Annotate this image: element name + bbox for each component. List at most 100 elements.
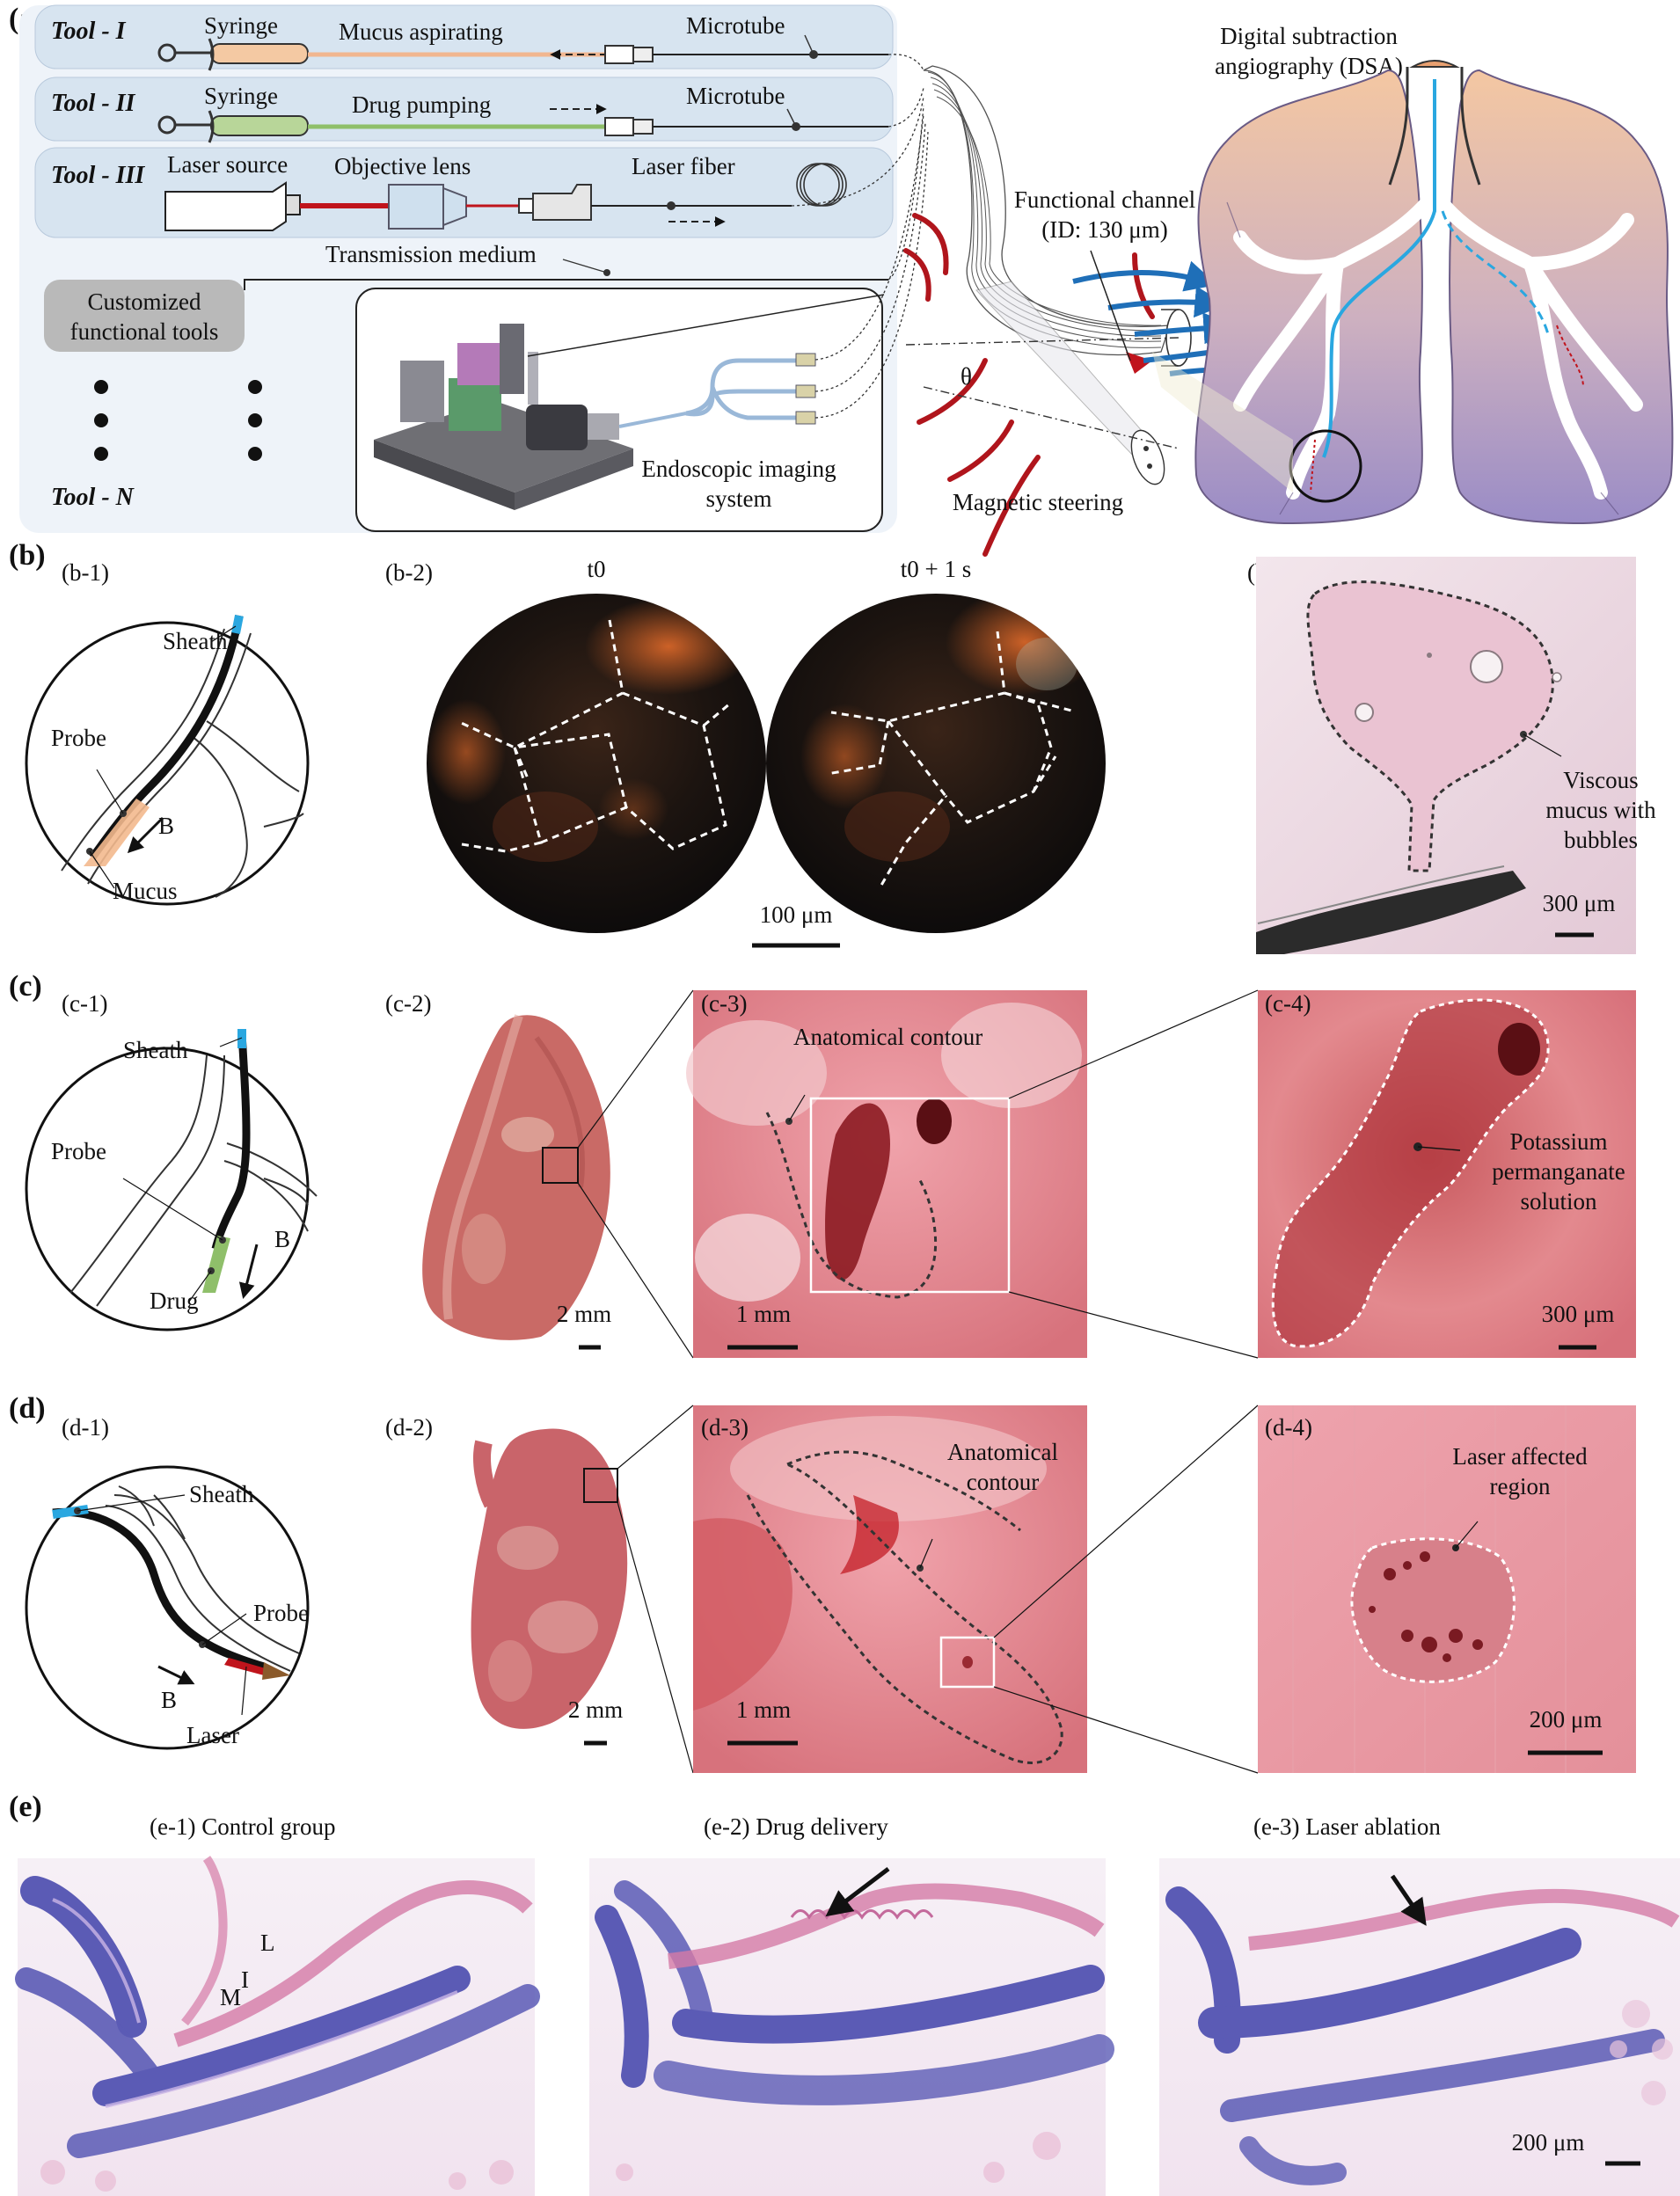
functional-channel-line2: (ID: 130 μm): [1041, 216, 1167, 243]
c3-image: [686, 990, 1087, 1358]
c1-label: (c-1): [62, 990, 107, 1017]
c1-sheath-label: Sheath: [123, 1037, 188, 1063]
c2-tissue: [422, 1014, 610, 1340]
d4-image: [1258, 1405, 1636, 1773]
c3-label: (c-3): [701, 990, 747, 1017]
b3-scale-label: 300 μm: [1543, 890, 1616, 916]
b1-probe-label: Probe: [51, 725, 106, 751]
c1-field-label: B: [274, 1226, 290, 1252]
magnetic-steering-label: Magnetic steering: [953, 489, 1123, 515]
d4-laser-region-line2: region: [1490, 1473, 1551, 1499]
e3-scale-label: 200 μm: [1512, 2129, 1585, 2156]
d3-scale-label: 1 mm: [736, 1696, 791, 1723]
dsa-line1: Digital subtraction: [1220, 23, 1398, 49]
d3-image: [693, 1405, 1087, 1773]
ellipsis-dots-icon: [94, 380, 262, 461]
c2-scale-label: 2 mm: [557, 1301, 611, 1327]
customized-line2: functional tools: [70, 318, 219, 345]
b1-sheath-label: Sheath: [163, 628, 228, 654]
customized-line1: Customized: [88, 288, 201, 315]
b3-viscous-line3: bubbles: [1564, 827, 1638, 853]
tool-3-name: Tool - III: [51, 162, 145, 189]
customized-tools-badge: [44, 280, 245, 352]
imaging-rig-illustration: [374, 324, 816, 510]
d4-scale-label: 200 μm: [1530, 1706, 1603, 1733]
b1-mucus-label: Mucus: [113, 878, 178, 904]
sheath-bundle: [923, 65, 1192, 485]
magnetic-field-lines: [903, 213, 1155, 557]
e3-arrow-icon: [1390, 1874, 1427, 1926]
e1-M-label: M: [220, 1984, 241, 2010]
c4-potassium-line3: solution: [1520, 1188, 1597, 1215]
c3-zoom-box: [809, 1097, 1011, 1294]
tool-1-name: Tool - I: [51, 18, 127, 45]
e1-histology: [15, 1856, 540, 2196]
e2-label: (e-2) Drug delivery: [704, 1813, 888, 1840]
fiber-coil-icon: [796, 163, 847, 207]
d3-label: (d-3): [701, 1414, 749, 1441]
b1-field-label: B: [158, 813, 174, 839]
tool-1-mucus-label: Mucus aspirating: [339, 18, 503, 45]
d2-zoom-box: [583, 1468, 618, 1503]
b2-t1-label: t0 + 1 s: [901, 556, 972, 582]
c4-label: (c-4): [1265, 990, 1311, 1017]
e2-histology: [589, 1858, 1114, 2196]
tool-n-name: Tool - N: [51, 484, 135, 511]
d1-field-label: B: [161, 1687, 177, 1713]
d2-label: (d-2): [385, 1414, 433, 1441]
fiber-coupler-icon: [518, 184, 592, 221]
tool-1-microtube-label: Microtube: [686, 12, 785, 39]
d3-anatomical-line1: Anatomical: [947, 1439, 1058, 1465]
c2-zoom-box: [542, 1147, 579, 1184]
d1-laser-label: Laser: [186, 1722, 239, 1748]
tool-2-syringe-label: Syringe: [204, 83, 278, 109]
b2-frame-t1: [766, 594, 1106, 933]
functional-channel-line1: Functional channel: [1014, 186, 1195, 213]
tool-3-fiber-label: Laser fiber: [632, 153, 735, 179]
d1-probe-label: Probe: [253, 1600, 309, 1626]
e3-label: (e-3) Laser ablation: [1253, 1813, 1441, 1840]
tool-bundle-lines: [791, 54, 929, 419]
c1-drug-label: Drug: [150, 1288, 199, 1314]
objective-lens-icon: [388, 184, 467, 230]
panel-e-letter: (e): [9, 1791, 42, 1823]
d3-zoom-box: [939, 1636, 996, 1689]
connector-icon: [604, 117, 654, 136]
theta-label: θ: [961, 363, 972, 390]
tool-2-name: Tool - II: [51, 90, 136, 117]
tool-2-microtube-label: Microtube: [686, 83, 785, 109]
transmission-medium-label: Transmission medium: [325, 241, 537, 267]
panel-a: (a) Tool - I Syringe Mucus aspirating Mi…: [9, 3, 1674, 557]
e3-histology: [1159, 1858, 1680, 2196]
panel-d-letter: (d): [9, 1392, 46, 1425]
b2-t0-label: t0: [587, 556, 605, 582]
d3-anatomical-line2: contour: [967, 1469, 1039, 1495]
d1-sheath-label: Sheath: [189, 1481, 254, 1507]
d4-laser-region-line1: Laser affected: [1452, 1443, 1588, 1470]
e2-arrow-icon: [825, 1867, 890, 1917]
connector-icon: [604, 45, 654, 64]
d4-label: (d-4): [1265, 1414, 1312, 1441]
dsa-line2: angiography (DSA): [1215, 53, 1403, 79]
b3-viscous-line2: mucus with: [1545, 797, 1656, 823]
e1-L-label: L: [260, 1930, 275, 1956]
panel-b: (b) (b-1) (b-2) (b-3) Sheath Probe: [9, 539, 1656, 954]
d2-scale-label: 2 mm: [568, 1696, 623, 1723]
zoom-circle: [1289, 429, 1362, 503]
d1-schematic: [25, 1465, 310, 1750]
e1-label: (e-1) Control group: [150, 1813, 335, 1840]
panel-b-letter: (b): [9, 539, 46, 572]
c1-schematic: [25, 1029, 318, 1331]
c3-scale-label: 1 mm: [736, 1301, 791, 1327]
d1-label: (d-1): [62, 1414, 109, 1441]
d2-tissue: [471, 1428, 628, 1729]
panel-c-letter: (c): [9, 970, 42, 1003]
b3-image: [1256, 557, 1636, 954]
panel-e: (e) (e-1) Control group (e-2) Drug deliv…: [9, 1791, 1680, 2196]
imaging-line2: system: [705, 485, 771, 512]
b3-viscous-line1: Viscous: [1563, 767, 1638, 793]
b1-label: (b-1): [62, 559, 109, 586]
e1-I-label: I: [241, 1966, 249, 1993]
b2-frame-t0: [427, 594, 766, 933]
